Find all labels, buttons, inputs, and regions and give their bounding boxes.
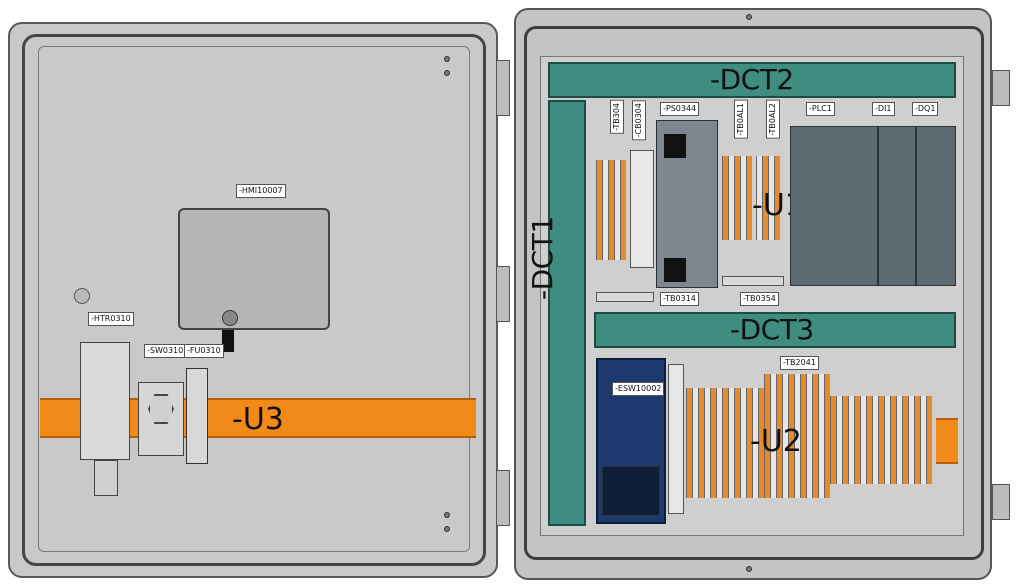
terminal-block-tb0al	[722, 156, 784, 240]
latch	[992, 484, 1010, 520]
hinge	[496, 470, 510, 526]
tag-tb0al1: -TB0AL1	[734, 100, 748, 139]
tag-sw: -SW0310	[144, 344, 187, 358]
tag-esw: -ESW10002	[612, 382, 665, 396]
tag-ps0344: -PS0344	[660, 102, 700, 116]
heater-bracket	[94, 460, 118, 496]
ps-terminal-top	[664, 134, 686, 158]
duct-label-dct3: -DCT3	[730, 313, 814, 346]
cabinet-screw	[746, 14, 752, 20]
fuse-fu0310	[186, 368, 208, 464]
end-bracket	[668, 364, 684, 514]
hmi-panel	[178, 208, 330, 330]
wire-duct-dct3	[594, 312, 956, 348]
tag-htr: -HTR0310	[88, 312, 134, 326]
plc-plc1	[790, 126, 878, 286]
tag-fu: -FU0310	[184, 344, 224, 358]
door-screw	[444, 70, 450, 76]
cabinet-gasket	[524, 26, 984, 560]
tag-tb2041: -TB2041	[780, 356, 819, 370]
breaker-cb0304	[630, 150, 654, 268]
door-hole	[74, 288, 90, 304]
latch	[992, 70, 1010, 106]
hinge	[496, 60, 510, 116]
tag-tb304: -TB304	[610, 100, 624, 134]
unit-label-u3: -U3	[232, 402, 284, 437]
duct-label-dct2: -DCT2	[710, 63, 794, 96]
tag-plc1: -PLC1	[806, 102, 835, 116]
din-rail-u2-end	[936, 418, 958, 464]
terminal-block-tb304	[596, 160, 630, 260]
tag-hmi: -HMI10007	[236, 184, 286, 198]
tag-tb0al2: -TB0AL2	[766, 100, 780, 139]
hinge	[496, 266, 510, 322]
wire-duct-dct2	[548, 62, 956, 98]
tag-dq1: -DQ1	[912, 102, 939, 116]
tag-tb0314: -TB0314	[660, 292, 699, 306]
ps-terminal-bottom	[664, 258, 686, 282]
tag-di1: -DI1	[872, 102, 895, 116]
module-di1	[878, 126, 916, 286]
door-screw	[444, 512, 450, 518]
door-panel	[38, 46, 470, 552]
unit-label-u2: -U2	[750, 424, 802, 459]
esw-ports	[602, 466, 660, 516]
duct-label-dct1: -DCT1	[526, 216, 559, 300]
terminal-block-tb2041	[764, 374, 830, 498]
door-screw	[444, 56, 450, 62]
tag-cb0304: -CB0304	[632, 100, 646, 141]
ground-bar-tb0354	[722, 276, 784, 286]
ground-bar-tb0314	[596, 292, 654, 302]
cabinet-screw	[746, 566, 752, 572]
hmi-cable	[222, 330, 234, 352]
door-screw	[444, 526, 450, 532]
wire-duct-dct1	[548, 100, 586, 526]
terminal-block-row-a	[686, 388, 766, 498]
terminal-block-row-c	[830, 396, 936, 484]
module-dq1	[916, 126, 956, 286]
tag-tb0354: -TB0354	[740, 292, 779, 306]
heater-htr0310	[80, 342, 130, 460]
hmi-connector	[222, 310, 238, 326]
door-gasket	[22, 34, 486, 566]
